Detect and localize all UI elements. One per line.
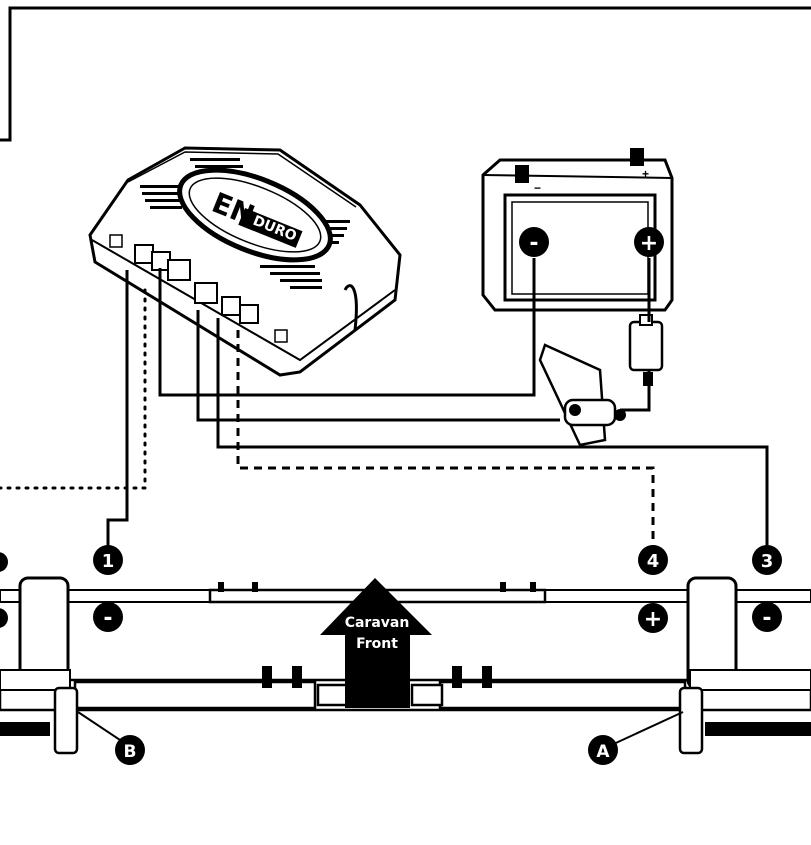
- battery-pos-small: +: [642, 167, 649, 181]
- wire-battery-pos: [196, 310, 560, 422]
- battery-positive-terminal: [634, 227, 664, 257]
- marker-a: A: [588, 735, 618, 765]
- wire-1: [106, 270, 129, 550]
- front-arrow-line1: Caravan: [345, 615, 410, 631]
- marker-neg-right: -: [752, 602, 782, 632]
- wire-3: [216, 318, 769, 548]
- svg-text:1: 1: [102, 551, 115, 572]
- wire-4-dashed: [236, 330, 655, 548]
- svg-text:+: +: [644, 607, 662, 632]
- marker-1: 1: [93, 545, 123, 575]
- marker-4: 4: [638, 545, 668, 575]
- wire-harness: [106, 258, 769, 550]
- inline-fuse: [628, 314, 664, 386]
- svg-text:-: -: [762, 606, 771, 631]
- battery-negative-terminal: [519, 227, 549, 257]
- terminal-block: [134, 244, 259, 324]
- left-motor: [0, 576, 79, 755]
- caravan-front-arrow: Caravan Front: [320, 578, 432, 708]
- svg-text:A: A: [596, 742, 610, 762]
- marker-edge-top: [0, 552, 8, 572]
- marker-edge-bottom: [0, 608, 8, 628]
- marker-3: 3: [752, 545, 782, 575]
- right-motor: [678, 576, 811, 755]
- frame-wire: [0, 6, 811, 142]
- battery: − + - +: [481, 148, 674, 312]
- svg-text:-: -: [103, 606, 112, 631]
- front-arrow-line2: Front: [356, 636, 398, 652]
- svg-text:B: B: [124, 742, 137, 762]
- wire-battery-neg: [158, 258, 536, 397]
- marker-b: B: [115, 735, 145, 765]
- svg-text:3: 3: [761, 551, 774, 572]
- enduro-control-box: EN DURO: [88, 146, 402, 377]
- bolts: [218, 582, 536, 688]
- marker-neg-left: -: [93, 602, 123, 632]
- battery-negative-symbol: -: [529, 231, 538, 256]
- battery-positive-symbol: +: [640, 231, 658, 256]
- svg-text:4: 4: [647, 551, 660, 572]
- isolator-switch: [538, 343, 626, 447]
- marker-pos-mid: +: [638, 603, 668, 633]
- battery-neg-small: −: [534, 181, 541, 195]
- wire-dotted: [0, 288, 147, 490]
